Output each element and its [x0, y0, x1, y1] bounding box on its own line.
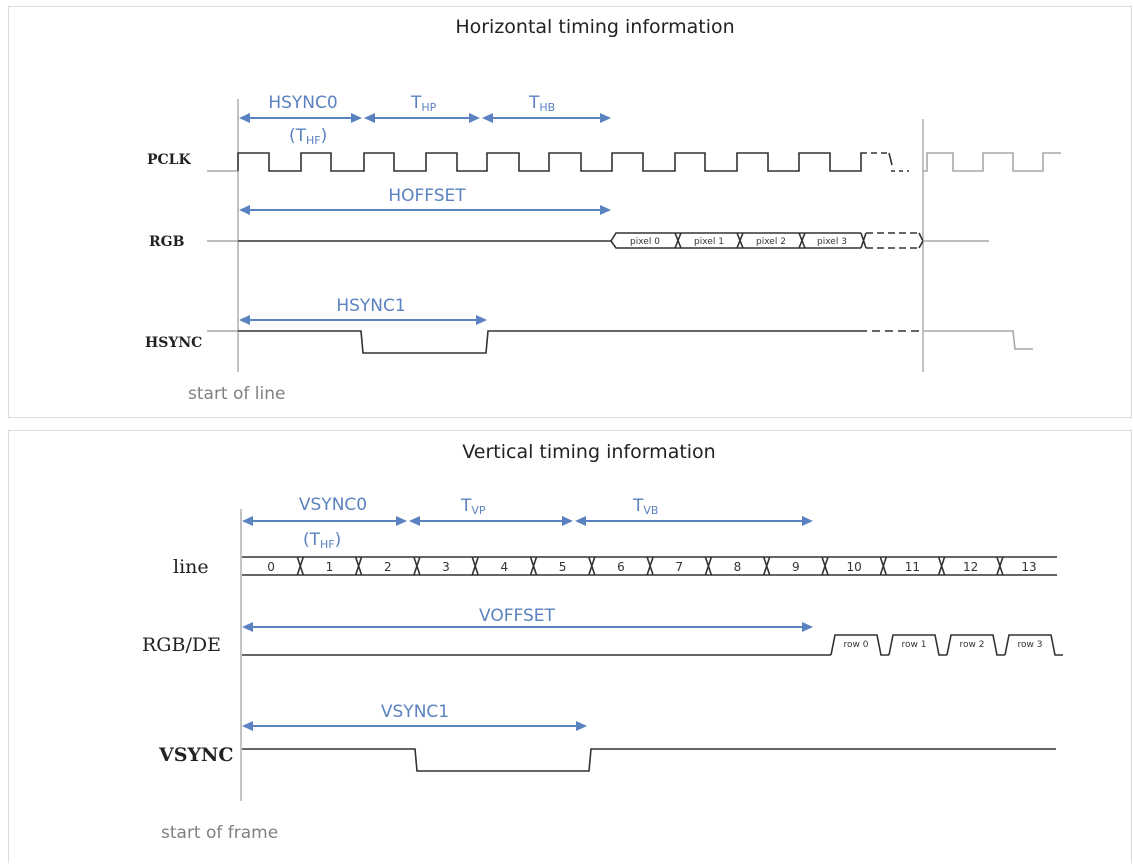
pclk-waveform — [237, 152, 867, 172]
row-cell: row 0 — [844, 640, 869, 650]
rgbde-label: RGB/DE — [142, 634, 221, 656]
row-cell: row 2 — [960, 640, 985, 650]
pixel-cell: pixel 1 — [694, 237, 724, 247]
line-cell-edge — [937, 556, 946, 576]
line-cell: 13 — [1021, 560, 1036, 574]
line-cell-edge — [413, 556, 421, 576]
hsync1-label: HSYNC1 — [336, 296, 405, 316]
thp-arrow — [364, 113, 480, 123]
vsync1-label: VSYNC1 — [381, 702, 449, 722]
hsync-next-line — [923, 330, 1033, 350]
thb-arrow — [482, 113, 611, 123]
line-cell: 1 — [326, 560, 334, 574]
start-of-line-label: start of line — [188, 384, 285, 404]
thb-label: THB — [528, 93, 555, 114]
line-cell: 6 — [617, 560, 625, 574]
line-cell: 7 — [675, 560, 683, 574]
vertical-timing-diagram: Vertical timing information line RGB/DE … — [142, 441, 1063, 843]
hsync-label: HSYNC — [145, 335, 202, 351]
hsync0-sub-label: (THF) — [289, 126, 327, 147]
line-cell: 3 — [442, 560, 450, 574]
line-cell: 2 — [384, 560, 392, 574]
row-cell: row 1 — [902, 640, 927, 650]
vertical-title: Vertical timing information — [462, 441, 715, 463]
pclk-gap-edge — [888, 152, 893, 166]
line-cell: 10 — [846, 560, 861, 574]
line-cell: 4 — [500, 560, 508, 574]
rgb-pixel-bus — [610, 232, 924, 249]
row-pulse — [1004, 634, 1063, 656]
vsync-label: VSYNC — [158, 744, 234, 766]
vsync0-sub-label: (THF) — [303, 530, 341, 551]
hsync0-arrow — [239, 113, 362, 123]
line-cell-edge — [704, 556, 713, 576]
voffset-label: VOFFSET — [479, 606, 556, 626]
horizontal-timing-diagram: Horizontal timing information PCLK RGB H… — [145, 16, 1061, 404]
thp-label: THP — [410, 93, 437, 114]
hsync-waveform — [238, 330, 859, 354]
pixel-cell: pixel 0 — [630, 237, 660, 247]
line-cell-edge — [821, 556, 829, 576]
horizontal-title: Horizontal timing information — [455, 16, 734, 38]
pixel-cell: pixel 2 — [756, 237, 786, 247]
tvp-arrow — [409, 516, 573, 526]
vertical-timing-panel: Vertical timing information line RGB/DE … — [8, 430, 1132, 863]
row-cell: row 3 — [1018, 640, 1043, 650]
line-label: line — [173, 556, 209, 578]
hoffset-arrow — [239, 205, 611, 215]
row-pulse — [830, 634, 889, 656]
row-pulse — [888, 634, 947, 656]
vsync1-arrow — [242, 721, 587, 731]
pclk-next-line — [923, 152, 1061, 172]
rgb-label: RGB — [149, 234, 185, 250]
hoffset-label: HOFFSET — [388, 186, 466, 206]
line-cell: 0 — [267, 560, 275, 574]
line-bus — [242, 556, 1057, 576]
tvb-label: TVB — [632, 496, 658, 517]
line-cell-edge — [996, 556, 1004, 576]
hsync0-label: HSYNC0 — [268, 93, 337, 113]
pclk-label: PCLK — [147, 152, 192, 168]
vsync0-arrow — [242, 516, 407, 526]
pixel-cell: pixel 3 — [817, 237, 847, 247]
row-pulse — [946, 634, 1005, 656]
vsync-waveform — [242, 748, 1056, 772]
hsync1-arrow — [239, 315, 487, 325]
line-cell: 11 — [905, 560, 920, 574]
line-cell-edge — [879, 556, 888, 576]
line-cell-edge — [471, 556, 479, 576]
line-cell-edge — [762, 556, 771, 576]
voffset-arrow — [242, 622, 813, 632]
start-of-frame-label: start of frame — [161, 823, 278, 843]
line-cell: 5 — [559, 560, 567, 574]
line-cell-edge — [354, 556, 363, 576]
tvb-arrow — [575, 516, 813, 526]
line-cell: 12 — [963, 560, 978, 574]
line-cell-edge — [646, 556, 654, 576]
horizontal-timing-panel: Horizontal timing information PCLK RGB H… — [8, 6, 1132, 418]
line-cell-edge — [296, 556, 305, 576]
tvp-label: TVP — [460, 496, 486, 517]
line-cell: 9 — [792, 560, 800, 574]
line-cell-edge — [588, 556, 596, 576]
line-cell-edge — [529, 556, 538, 576]
vsync0-label: VSYNC0 — [299, 495, 367, 515]
line-cell: 8 — [734, 560, 742, 574]
